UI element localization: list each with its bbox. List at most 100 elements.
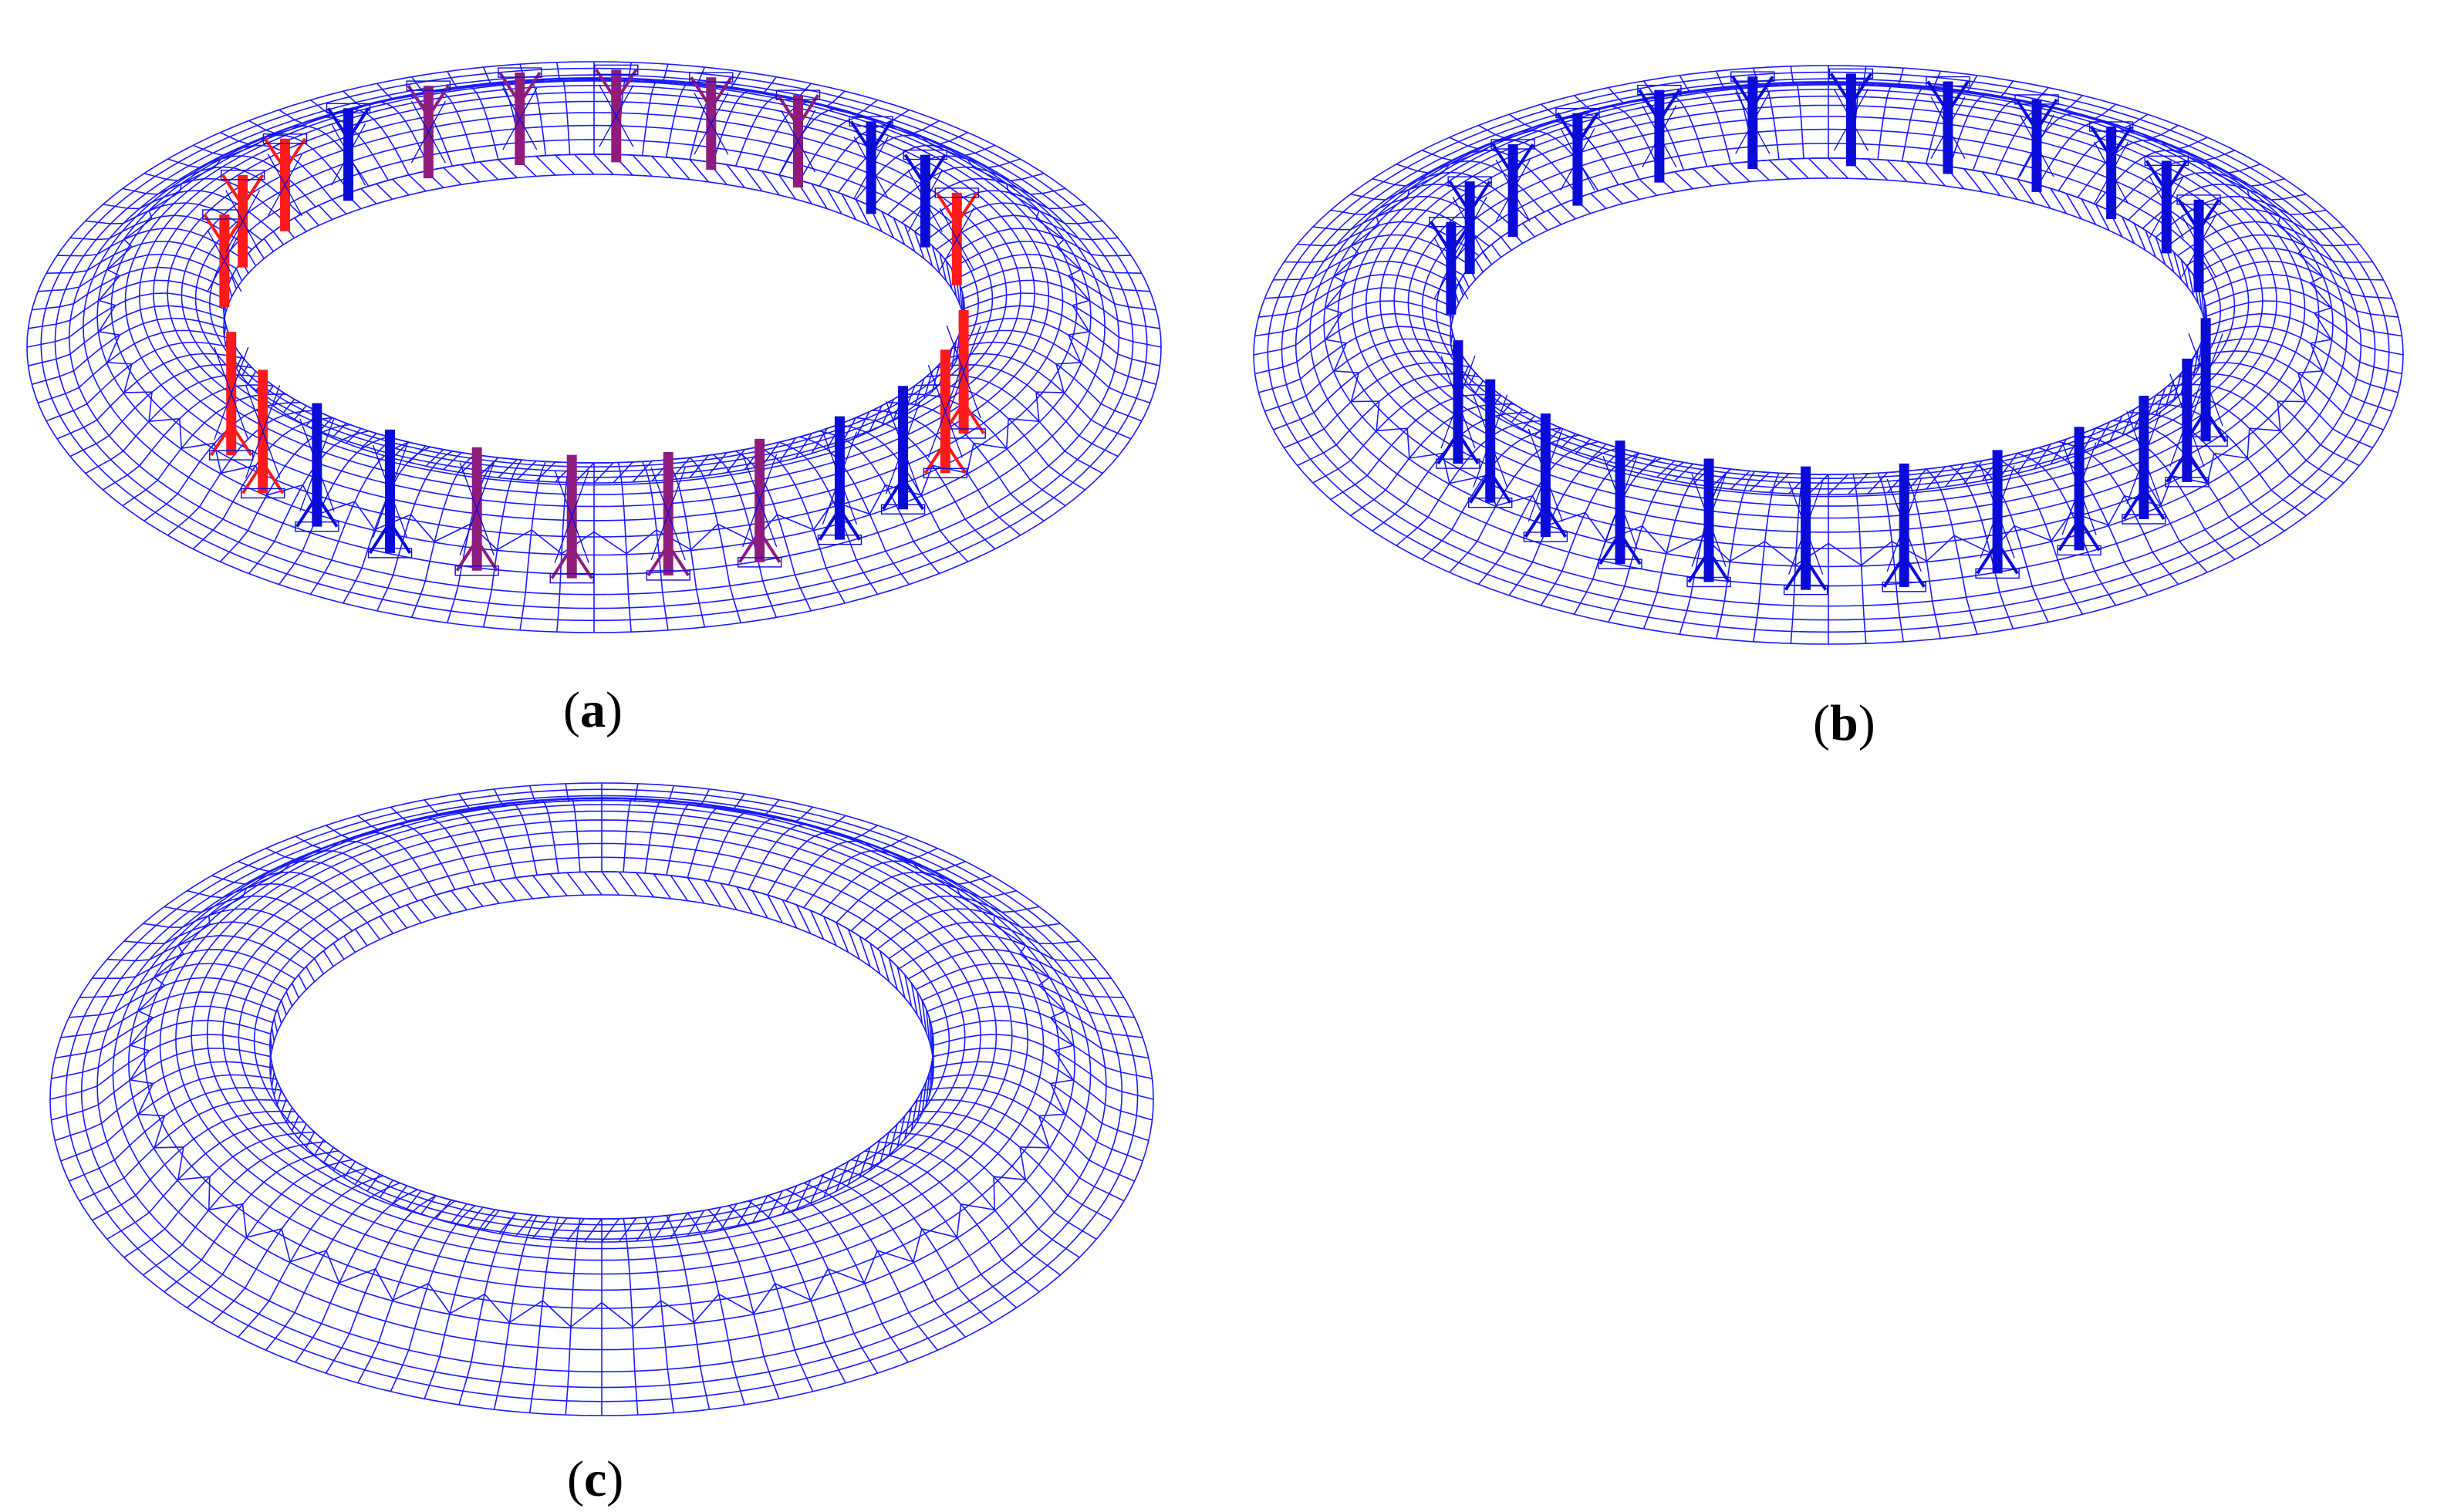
column — [1783, 466, 1828, 596]
mesh-brace — [1376, 197, 1408, 225]
mesh-brace — [106, 246, 133, 277]
truss-web — [443, 167, 462, 185]
mesh-brace — [97, 275, 120, 306]
truss-web — [2122, 216, 2135, 244]
mesh-brace — [775, 1268, 829, 1301]
truss-web — [332, 199, 347, 214]
mesh-brace — [1350, 224, 1380, 255]
mesh-radial — [79, 963, 289, 998]
mesh-brace — [2297, 343, 2324, 373]
mesh-radial — [712, 76, 777, 163]
truss-web — [761, 441, 780, 467]
mesh-radial — [921, 977, 1135, 1018]
truss-web — [354, 1167, 368, 1186]
mesh-radial — [1973, 461, 2049, 623]
mesh-brace — [106, 334, 132, 365]
mesh-radial — [493, 788, 538, 876]
column — [326, 103, 371, 201]
column — [1429, 217, 1474, 315]
truss-web — [1656, 460, 1676, 478]
mesh-brace — [375, 817, 429, 833]
truss-web — [670, 875, 688, 902]
truss-web — [855, 411, 870, 438]
truss-web — [1926, 163, 1946, 187]
mesh-brace — [281, 1228, 327, 1263]
truss-web — [379, 916, 394, 934]
truss-web — [479, 161, 499, 181]
mesh-radial — [326, 825, 437, 896]
mesh-brace — [208, 1176, 243, 1211]
truss-web — [276, 1009, 282, 1024]
mesh-radial — [92, 1110, 295, 1221]
mesh-radial — [2199, 260, 2392, 299]
truss-web — [822, 1167, 837, 1198]
mesh-brace — [214, 144, 256, 168]
mesh-radial — [143, 1141, 326, 1276]
truss-web — [836, 922, 849, 953]
truss-web — [298, 974, 307, 991]
truss-web — [2017, 448, 2035, 474]
mesh-radial — [54, 1005, 273, 1059]
mesh-radial — [2193, 247, 2384, 281]
mesh-radial — [1608, 461, 1684, 623]
truss-web — [1867, 158, 1889, 181]
column — [209, 332, 254, 461]
ring-roof-model-c — [49, 782, 1154, 1416]
truss-web — [343, 1161, 356, 1179]
mesh-brace — [1350, 372, 1379, 403]
mesh-radial — [712, 454, 778, 618]
truss-web — [1711, 468, 1731, 488]
mesh-radial — [2205, 287, 2402, 337]
mesh-radial — [69, 977, 282, 1018]
truss-web — [1547, 210, 1562, 225]
mesh-radial — [410, 454, 476, 618]
truss-web — [1749, 471, 1770, 492]
mesh-brace — [2213, 172, 2250, 198]
truss-web — [1501, 237, 1512, 251]
mesh-brace — [777, 501, 834, 531]
mesh-brace — [148, 191, 181, 219]
mesh-radial — [2142, 403, 2307, 516]
mesh-radial — [1508, 447, 1619, 596]
mesh-brace — [601, 1300, 662, 1328]
mesh-radial — [143, 908, 326, 950]
column — [2057, 427, 2101, 556]
mesh-radial — [28, 279, 225, 329]
mesh-brace — [1038, 984, 1067, 1018]
truss-web — [263, 238, 274, 252]
truss-web — [408, 174, 427, 192]
mesh-radial — [1715, 471, 1756, 639]
mesh-radial — [916, 1099, 1125, 1202]
truss-web — [795, 433, 812, 459]
truss-web — [1560, 433, 1576, 449]
column — [1975, 450, 2020, 579]
truss-web — [291, 1115, 299, 1131]
truss-web — [881, 399, 895, 427]
truss-web — [285, 1107, 293, 1122]
mesh-radial — [837, 132, 968, 194]
truss-web — [298, 1123, 307, 1139]
mesh-brace — [973, 418, 1009, 450]
truss-web — [2187, 267, 2195, 296]
truss-web — [360, 188, 377, 204]
mesh-radial — [26, 292, 224, 348]
mesh-radial — [785, 1189, 909, 1363]
mesh-radial — [482, 459, 523, 628]
mesh-radial — [1449, 137, 1580, 198]
mesh-brace — [1035, 218, 1065, 248]
mesh-radial — [957, 329, 1151, 403]
mesh-radial — [1449, 434, 1580, 573]
column — [2183, 318, 2228, 447]
truss-web — [903, 224, 916, 252]
truss-web — [593, 462, 614, 484]
mesh-brace — [993, 923, 1027, 955]
truss-web — [720, 883, 738, 910]
mesh-brace — [1324, 312, 1347, 344]
mesh-radial — [951, 341, 1143, 422]
mesh-radial — [851, 1159, 1018, 1308]
truss-web — [2164, 380, 2175, 409]
mesh-brace — [1068, 305, 1091, 336]
mesh-radial — [143, 166, 301, 215]
mesh-ring — [1450, 157, 2207, 475]
mesh-brace — [1954, 89, 2015, 101]
